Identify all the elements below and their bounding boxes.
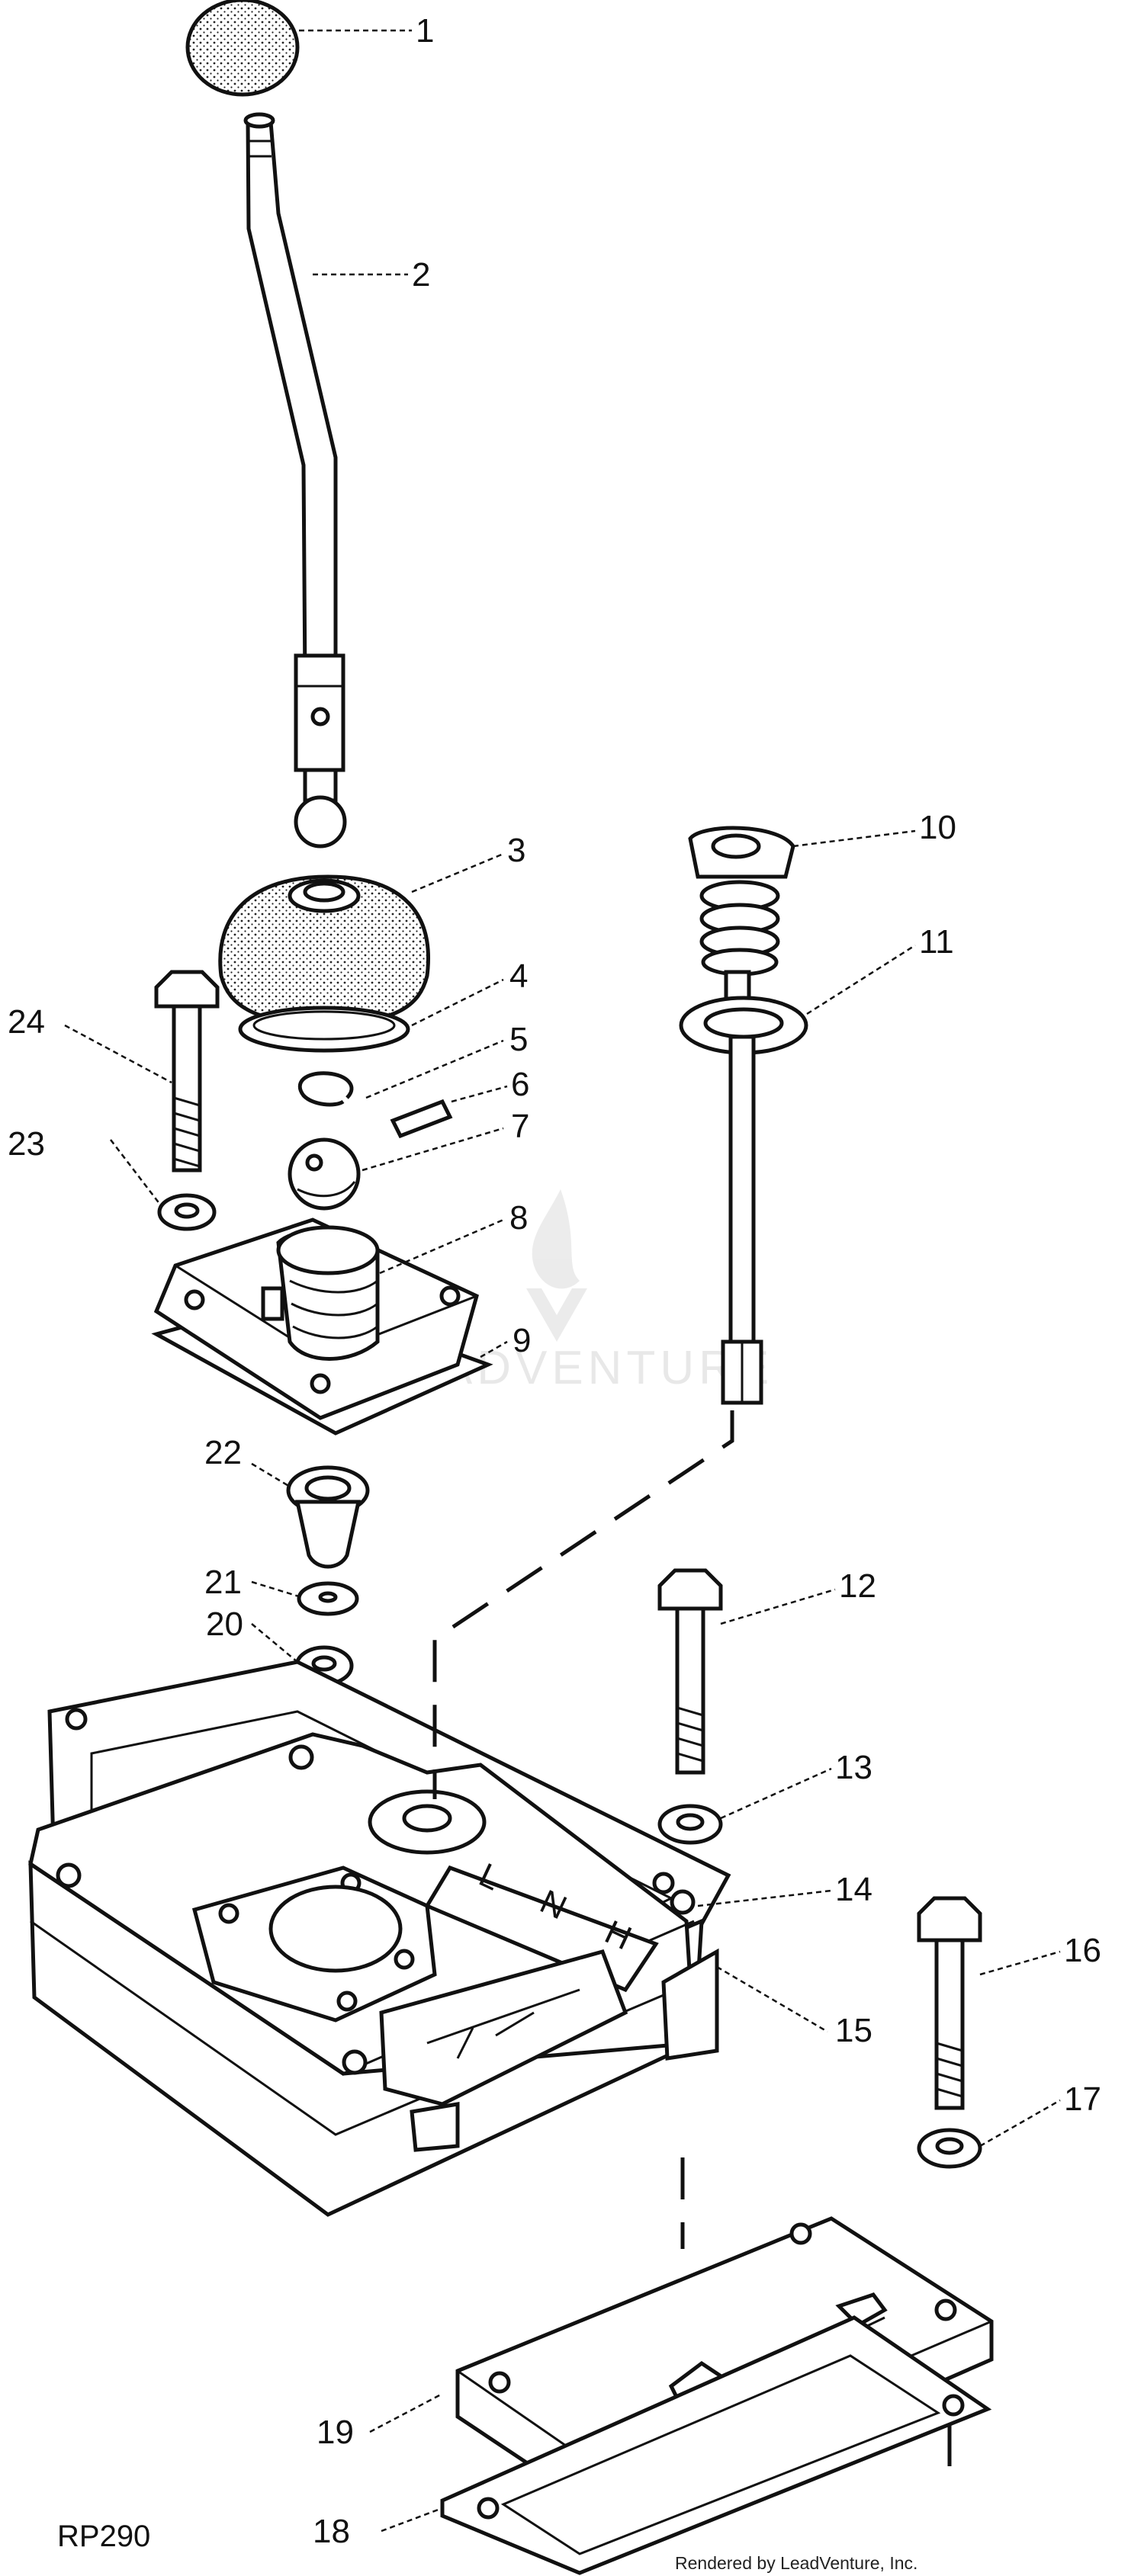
part-16-bolt	[917, 1896, 982, 2110]
callout-17: 17	[1064, 2080, 1101, 2118]
callout-6: 6	[511, 1066, 529, 1103]
dipstick-rod	[721, 1035, 763, 1405]
callout-4: 4	[509, 958, 528, 995]
leader-lines	[64, 29, 1061, 2533]
callout-22: 22	[204, 1434, 242, 1471]
figure-code: RP290	[57, 2520, 150, 2553]
callout-10: 10	[919, 809, 956, 846]
callout-13: 13	[835, 1749, 872, 1786]
callout-21: 21	[204, 1564, 242, 1601]
callout-15: 15	[835, 2012, 872, 2049]
callout-24: 24	[8, 1003, 45, 1041]
part-7-pivot-ball	[288, 1137, 361, 1211]
part-24-bolt	[154, 970, 220, 1173]
callout-20: 20	[206, 1606, 243, 1643]
assembly-centerlines	[432, 1410, 952, 2485]
part-11-seal-ring	[679, 970, 808, 1055]
callout-5: 5	[509, 1021, 528, 1058]
part-6-pin	[390, 1099, 453, 1139]
part-13-lock-washer	[657, 1804, 723, 1845]
callout-23: 23	[8, 1125, 45, 1163]
callout-11: 11	[919, 923, 954, 961]
callout-8: 8	[509, 1199, 528, 1237]
callout-12: 12	[839, 1567, 876, 1605]
callout-9: 9	[513, 1322, 531, 1359]
part-8-lever-housing	[153, 1217, 479, 1420]
part-2-shift-lever	[243, 112, 347, 849]
part-5-snap-ring	[297, 1071, 354, 1107]
part-21-washer	[297, 1581, 359, 1616]
callout-18: 18	[313, 2513, 350, 2550]
part-23-lock-washer	[157, 1193, 217, 1231]
callout-14: 14	[835, 1871, 872, 1908]
part-3-boot	[218, 874, 430, 1028]
part-17-lock-washer	[917, 2128, 982, 2169]
callout-2: 2	[412, 256, 430, 294]
callout-7: 7	[511, 1108, 529, 1145]
part-1-knob	[185, 0, 300, 97]
part-10-plug	[688, 826, 795, 977]
callout-19: 19	[317, 2414, 354, 2451]
callout-3: 3	[507, 832, 525, 869]
part-14-shift-cover	[28, 1732, 719, 2217]
callout-16: 16	[1064, 1932, 1101, 1969]
callout-labels: 1 2 3 4 5 6 7 8 9 10 11 12 13 14 15 16 1…	[8, 12, 1101, 2550]
render-credit: Rendered by LeadVenture, Inc.	[675, 2553, 917, 2573]
part-4-boot-ring	[238, 1006, 410, 1053]
part-22-bushing	[286, 1465, 370, 1569]
part-18-side-gasket	[440, 2315, 992, 2575]
part-12-bolt	[657, 1568, 723, 1775]
callout-1: 1	[416, 12, 434, 50]
